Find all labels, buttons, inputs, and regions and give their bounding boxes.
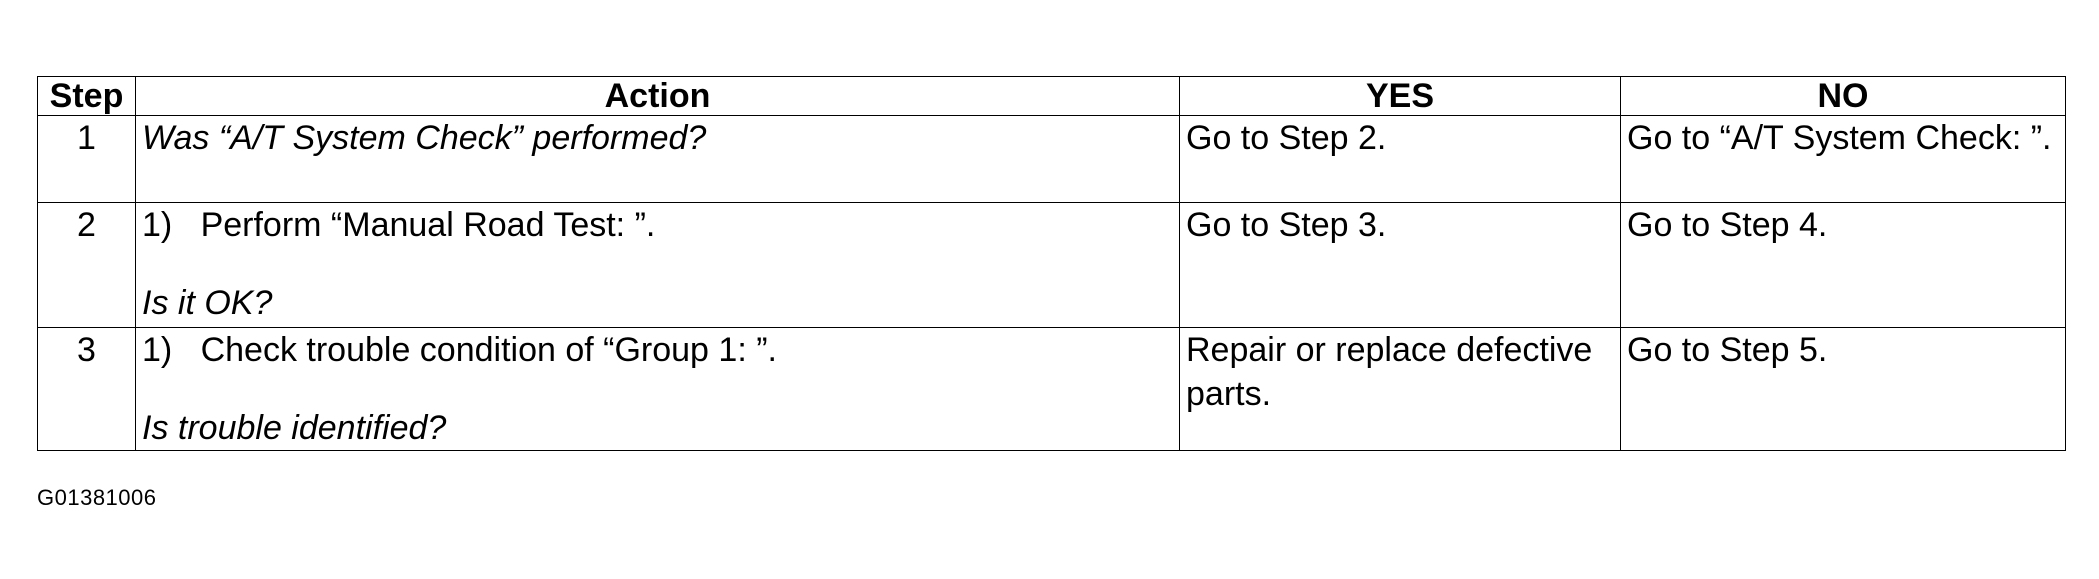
- yes-cell: Go to Step 2.: [1179, 115, 1621, 203]
- no-cell: Go to Step 4.: [1620, 202, 2066, 328]
- action-cell: Was “A/T System Check” performed?: [135, 115, 1180, 203]
- action-question: Is it OK?: [142, 284, 273, 322]
- step-number: 3: [37, 327, 136, 451]
- header-row: Step Action YES NO: [37, 76, 2066, 116]
- action-cell: 1) Perform “Manual Road Test: ”. Is it O…: [135, 202, 1180, 328]
- action-substep: 1) Perform “Manual Road Test: ”.: [142, 206, 656, 244]
- table-row: 3 1) Check trouble condition of “Group 1…: [37, 327, 2066, 451]
- action-cell: 1) Check trouble condition of “Group 1: …: [135, 327, 1180, 451]
- diagnostic-table: Step Action YES NO 1 Was “A/T System Che…: [37, 76, 2066, 451]
- yes-cell: Go to Step 3.: [1179, 202, 1621, 328]
- no-cell: Go to “A/T System Check: ”.: [1620, 115, 2066, 203]
- no-cell: Go to Step 5.: [1620, 327, 2066, 451]
- figure-id: G01381006: [37, 485, 157, 510]
- step-number: 1: [37, 115, 136, 203]
- header-action: Action: [135, 76, 1180, 116]
- yes-cell: Repair or replace defective parts.: [1179, 327, 1621, 451]
- header-yes: YES: [1179, 76, 1621, 116]
- action-question: Was “A/T System Check” performed?: [142, 119, 707, 157]
- header-no: NO: [1620, 76, 2066, 116]
- action-substep: 1) Check trouble condition of “Group 1: …: [142, 331, 777, 369]
- table-row: 2 1) Perform “Manual Road Test: ”. Is it…: [37, 202, 2066, 328]
- step-number: 2: [37, 202, 136, 328]
- action-question: Is trouble identified?: [142, 409, 447, 447]
- header-step: Step: [37, 76, 136, 116]
- table-row: 1 Was “A/T System Check” performed? Go t…: [37, 115, 2066, 203]
